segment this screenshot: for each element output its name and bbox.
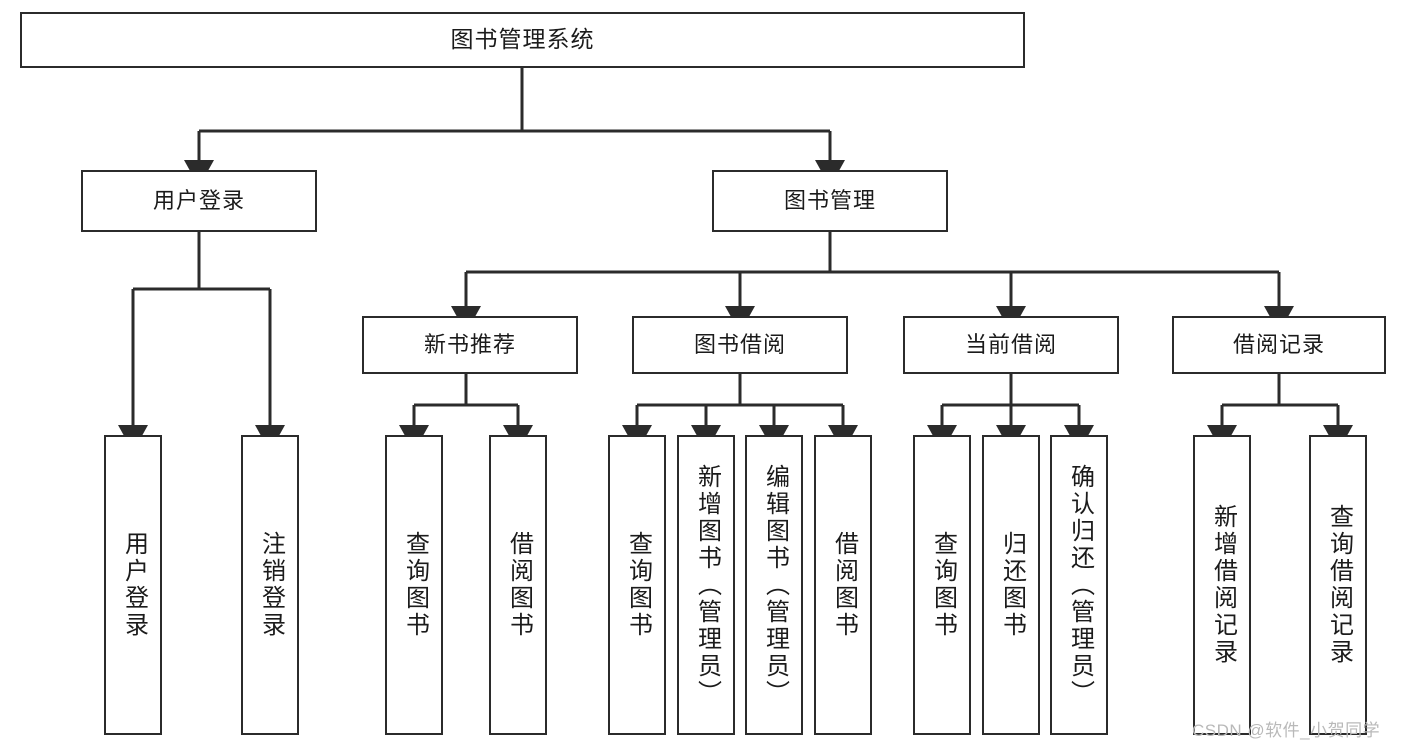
node-label: 查询图书 [929,531,957,639]
node-book-management[interactable]: 图书管理 [712,170,948,232]
node-new-book-recommend[interactable]: 新书推荐 [362,316,578,374]
node-label: 借阅记录 [1232,332,1325,358]
leaf-book-borrow-query[interactable]: 查询图书 [608,435,666,735]
node-label: 图书管理 [783,188,876,214]
node-label: 新增借阅记录 [1209,504,1237,666]
leaf-user-login-signin[interactable]: 用户登录 [104,435,162,735]
leaf-current-borrow-query[interactable]: 查询图书 [913,435,971,735]
leaf-book-borrow-lend[interactable]: 借阅图书 [814,435,872,735]
leaf-borrow-record-query[interactable]: 查询借阅记录 [1309,435,1367,735]
leaf-borrow-record-add[interactable]: 新增借阅记录 [1193,435,1251,735]
node-label: 注销登录 [257,531,285,639]
node-label: 用户登录 [152,188,245,214]
node-label: 借阅图书 [830,531,858,639]
node-label: 归还图书 [998,531,1026,639]
node-user-login[interactable]: 用户登录 [81,170,317,232]
node-label: 图书借阅 [693,332,786,358]
leaf-new-book-query[interactable]: 查询图书 [385,435,443,735]
node-label: 图书管理系统 [450,26,595,53]
node-label: 编辑图书（管理员） [761,463,789,707]
watermark-text: CSDN @软件_小贺同学 [1192,721,1381,740]
node-borrow-record[interactable]: 借阅记录 [1172,316,1386,374]
node-label: 查询图书 [401,531,429,639]
node-root-system[interactable]: 图书管理系统 [20,12,1025,68]
node-current-borrow[interactable]: 当前借阅 [903,316,1119,374]
node-label: 当前借阅 [964,332,1057,358]
leaf-current-borrow-return[interactable]: 归还图书 [982,435,1040,735]
leaf-new-book-borrow[interactable]: 借阅图书 [489,435,547,735]
leaf-user-login-signout[interactable]: 注销登录 [241,435,299,735]
node-label: 借阅图书 [505,531,533,639]
leaf-current-borrow-confirm[interactable]: 确认归还（管理员） [1050,435,1108,735]
node-label: 确认归还（管理员） [1066,463,1094,707]
leaf-book-borrow-edit[interactable]: 编辑图书（管理员） [745,435,803,735]
node-label: 查询图书 [624,531,652,639]
node-label: 用户登录 [120,531,148,639]
node-book-borrow[interactable]: 图书借阅 [632,316,848,374]
leaf-book-borrow-add[interactable]: 新增图书（管理员） [677,435,735,735]
node-label: 新书推荐 [423,332,516,358]
node-label: 新增图书（管理员） [693,463,721,707]
node-label: 查询借阅记录 [1325,504,1353,666]
